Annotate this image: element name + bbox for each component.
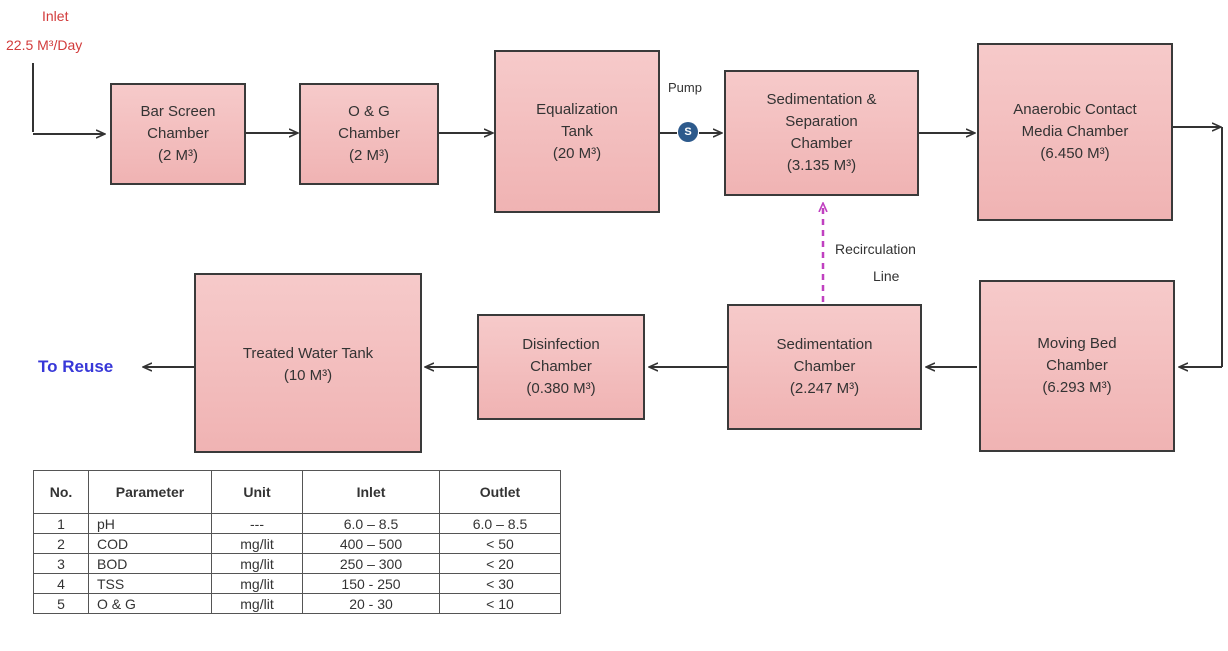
anaerobic-volume: (6.450 M³) [1040,145,1110,162]
bar-screen-subtitle: Chamber [147,125,209,142]
table-header-row: No. Parameter Unit Inlet Outlet [33,470,561,514]
sed-sep-line3: Chamber [790,135,853,152]
sedimentation-chamber: Sedimentation Chamber (2.247 M³) [727,304,922,430]
disinfection-volume: (0.380 M³) [526,380,596,397]
og-volume: (2 M³) [349,147,389,164]
table-row: 2 COD mg/lit 400 – 500 < 50 [33,533,561,554]
recirculation-label-2: Line [873,268,900,284]
table-row: 3 BOD mg/lit 250 – 300 < 20 [33,553,561,574]
parameters-table: No. Parameter Unit Inlet Outlet 1 pH ---… [33,470,561,614]
bar-screen-volume: (2 M³) [158,147,198,164]
equalization-title: Equalization [536,100,618,118]
sedimentation-title: Sedimentation [776,336,873,353]
moving-bed-title: Moving Bed [1037,335,1117,352]
og-subtitle: Chamber [338,125,400,142]
cell-inlet: 250 – 300 [302,553,440,574]
equalization-subtitle: Tank [561,122,593,140]
disinfection-subtitle: Chamber [530,358,592,375]
sedimentation-subtitle: Chamber [793,358,856,375]
equalization-tank: Equalization Tank (20 M³) [494,50,660,213]
cell-unit: mg/lit [211,593,303,614]
pump-label: Pump [668,80,702,95]
cell-parameter: COD [88,533,212,554]
cell-outlet: < 30 [439,573,561,594]
cell-outlet: < 10 [439,593,561,614]
cell-inlet: 6.0 – 8.5 [302,513,440,534]
moving-bed-chamber: Moving Bed Chamber (6.293 M³) [979,280,1175,452]
treated-volume: (10 M³) [283,367,333,384]
cell-unit: mg/lit [211,573,303,594]
disinfection-title: Disinfection [522,336,600,353]
cell-no: 3 [33,553,89,574]
cell-inlet: 400 – 500 [302,533,440,554]
sed-sep-volume: (3.135 M³) [786,157,857,174]
inlet-label: Inlet [42,8,69,24]
cell-inlet: 150 - 250 [302,573,440,594]
table-row: 4 TSS mg/lit 150 - 250 < 30 [33,573,561,594]
cell-inlet: 20 - 30 [302,593,440,614]
header-no: No. [33,470,89,514]
cell-no: 1 [33,513,89,534]
cell-parameter: O & G [88,593,212,614]
equalization-volume: (20 M³) [552,144,602,162]
sed-sep-title: Sedimentation & [766,91,877,108]
recirculation-label-1: Recirculation [835,241,916,257]
header-inlet: Inlet [302,470,440,514]
table-row: 1 pH --- 6.0 – 8.5 6.0 – 8.5 [33,513,561,534]
bar-screen-chamber: Bar Screen Chamber (2 M³) [110,83,246,185]
cell-unit: mg/lit [211,553,303,574]
sedimentation-volume: (2.247 M³) [789,380,860,397]
anaerobic-subtitle: Media Chamber [1021,123,1129,140]
pump-icon: S [678,122,698,142]
cell-parameter: TSS [88,573,212,594]
cell-no: 4 [33,573,89,594]
header-outlet: Outlet [439,470,561,514]
header-unit: Unit [211,470,303,514]
table-row: 5 O & G mg/lit 20 - 30 < 10 [33,593,561,614]
outlet-label: To Reuse [38,357,114,376]
cell-parameter: BOD [88,553,212,574]
cell-parameter: pH [88,513,212,534]
cell-no: 2 [33,533,89,554]
anaerobic-title: Anaerobic Contact [1013,101,1137,118]
bar-screen-title: Bar Screen [140,103,216,120]
inlet-flow: 22.5 M³/Day [6,37,83,53]
og-title: O & G [348,103,390,120]
sed-sep-line2: Separation [785,113,858,130]
cell-no: 5 [33,593,89,614]
header-parameter: Parameter [88,470,212,514]
disinfection-chamber: Disinfection Chamber (0.380 M³) [477,314,645,420]
moving-bed-volume: (6.293 M³) [1042,379,1112,396]
cell-outlet: 6.0 – 8.5 [439,513,561,534]
cell-outlet: < 50 [439,533,561,554]
anaerobic-contact-media-chamber: Anaerobic Contact Media Chamber (6.450 M… [977,43,1173,221]
treated-title: Treated Water Tank [242,345,374,362]
sedimentation-separation-chamber: Sedimentation & Separation Chamber (3.13… [724,70,919,196]
moving-bed-subtitle: Chamber [1046,357,1108,374]
og-chamber: O & G Chamber (2 M³) [299,83,439,185]
treated-water-tank: Treated Water Tank (10 M³) [194,273,422,453]
cell-outlet: < 20 [439,553,561,574]
cell-unit: mg/lit [211,533,303,554]
cell-unit: --- [211,513,303,534]
